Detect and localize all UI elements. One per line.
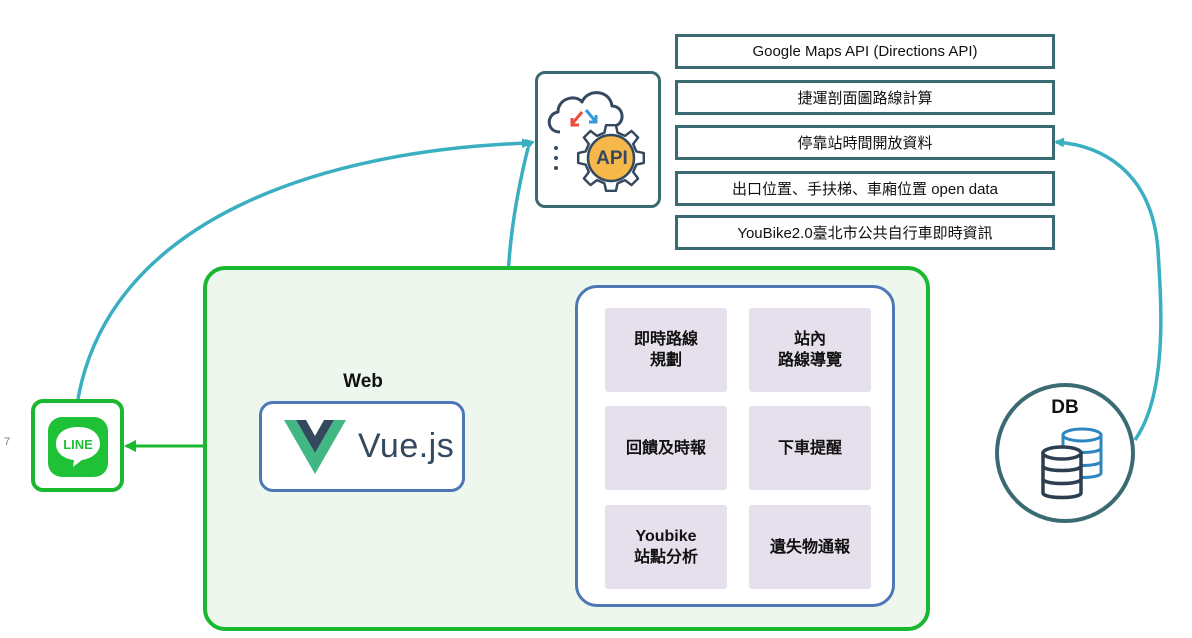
line-app-box: LINE (31, 399, 124, 492)
database-icon (1041, 427, 1103, 500)
web-label: Web (343, 371, 383, 392)
api-source-mrt-profile: 捷運剖面圖路線計算 (675, 80, 1055, 115)
vue-text: Vue.js (358, 427, 455, 465)
api-source-google-maps: Google Maps API (Directions API) (675, 34, 1055, 69)
line-to-api-connector (76, 138, 532, 400)
cloud-api-icon (547, 91, 646, 193)
feature-lost-item-report: 遺失物通報 (749, 505, 871, 589)
line-logo-icon: LINE (48, 417, 108, 477)
api-icon-box: API (535, 71, 661, 208)
vue-logo-icon (284, 419, 346, 474)
feature-feedback-report: 回饋及時報 (605, 406, 727, 490)
line-label: LINE (63, 437, 93, 452)
api-source-stop-time: 停靠站時間開放資料 (675, 125, 1055, 160)
feature-station-guide: 站內 路線導覽 (749, 308, 871, 392)
line-bubble-icon (56, 427, 100, 467)
api-icon-label: API (596, 148, 628, 169)
feature-alight-reminder: 下車提醒 (749, 406, 871, 490)
api-source-exit-location: 出口位置、手扶梯、車廂位置 open data (675, 171, 1055, 206)
db-to-sources-connector (1054, 137, 1163, 442)
feature-route-planning: 即時路線 規劃 (605, 308, 727, 392)
db-circle: DB (995, 383, 1135, 523)
db-label: DB (1051, 397, 1079, 418)
vue-box: Vue.js (259, 401, 465, 492)
api-source-youbike: YouBike2.0臺北市公共自行車即時資訊 (675, 215, 1055, 250)
feature-youbike-analysis: Youbike 站點分析 (605, 505, 727, 589)
page-number: 7 (4, 436, 11, 448)
